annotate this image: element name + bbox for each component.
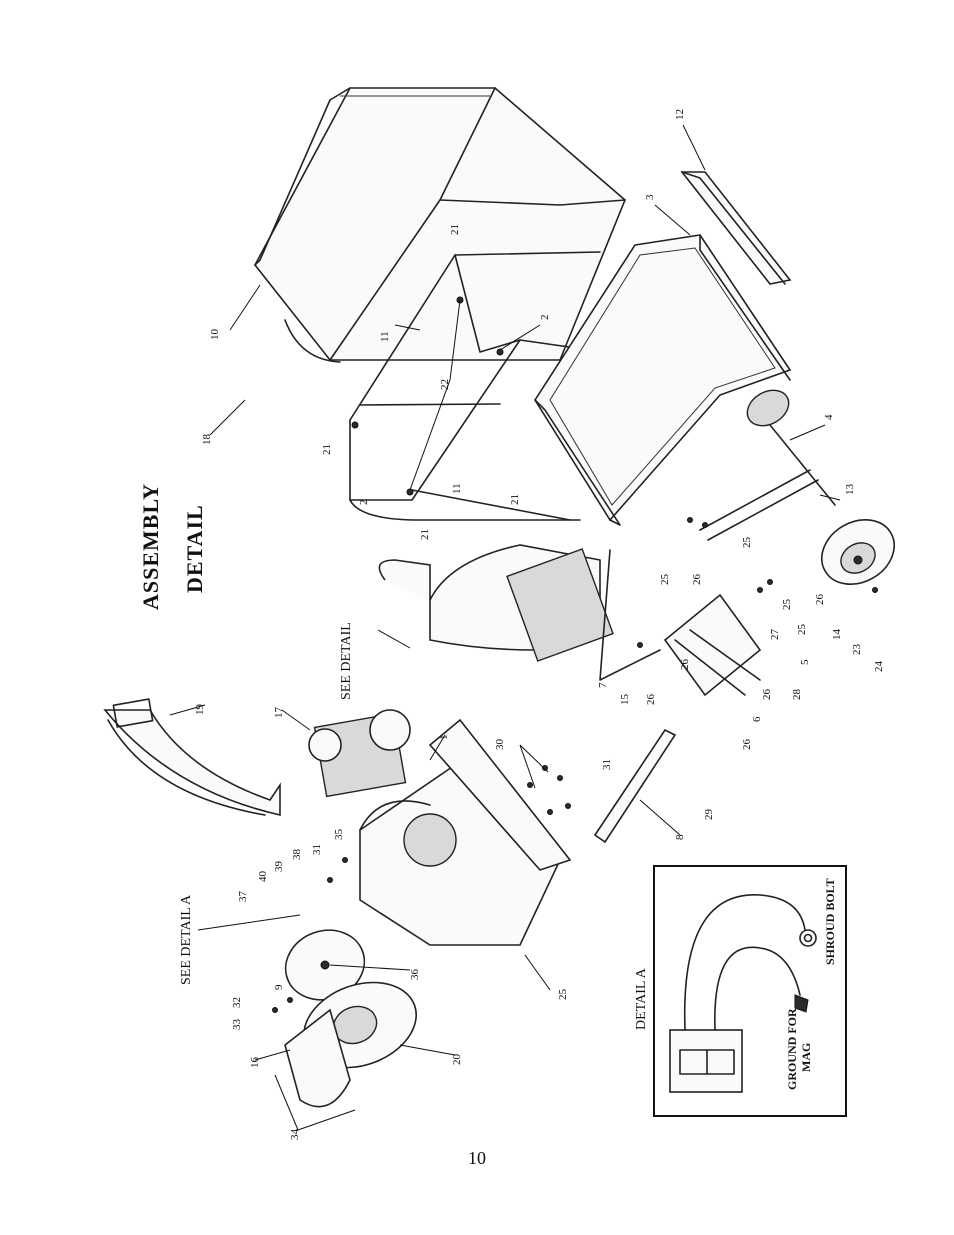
see-detail-label: SEE DETAIL: [339, 622, 354, 700]
callout-26a: 26: [691, 574, 703, 586]
callout-21c: 21: [509, 494, 521, 505]
callout-37: 37: [237, 891, 249, 903]
detail-a-inset: DETAIL A SHROUD BOLT GROUND FOR MAG: [634, 865, 847, 1117]
callout-39: 39: [273, 861, 285, 873]
tailgate: [680, 171, 792, 285]
callout-25e: 25: [557, 989, 569, 1001]
callout-25c: 25: [781, 599, 793, 611]
wheels-axle: [746, 389, 895, 585]
callout-28: 28: [791, 689, 803, 701]
shroud-bolt-label: SHROUD BOLT: [823, 878, 837, 965]
cart-box: [534, 234, 792, 526]
callout-21d: 21: [419, 529, 431, 540]
callout-29: 29: [703, 809, 715, 821]
callout-25d: 25: [796, 624, 808, 636]
callout-4: 4: [823, 414, 835, 420]
impeller-cover: [284, 929, 417, 1108]
callout-6: 6: [751, 716, 763, 722]
callout-34: 34: [289, 1129, 301, 1141]
callout-26c: 26: [645, 694, 657, 706]
callout-24: 24: [873, 661, 885, 673]
callout-12: 12: [674, 109, 686, 120]
callout-21b: 21: [321, 444, 333, 455]
ground-for-label: GROUND FOR: [785, 1008, 799, 1090]
callout-26e: 26: [761, 689, 773, 701]
frame-tubes: [349, 251, 661, 521]
callout-23: 23: [851, 644, 863, 656]
callout-15: 15: [619, 694, 631, 706]
callout-25b: 25: [741, 537, 753, 549]
callout-16: 16: [249, 1057, 261, 1069]
callout-33: 33: [231, 1019, 243, 1031]
callout-38: 38: [291, 849, 303, 861]
callout-19: 19: [194, 704, 206, 716]
callout-18: 18: [201, 434, 213, 446]
callout-21a: 21: [449, 224, 461, 235]
callout-35: 35: [333, 829, 345, 841]
callout-5: 5: [799, 659, 811, 665]
callout-26b: 26: [814, 594, 826, 606]
detail-references: SEE DETAIL SEE DETAIL A: [179, 622, 354, 985]
chassis-rails: [593, 469, 819, 844]
callout-10: 10: [209, 329, 221, 341]
callout-40: 40: [257, 871, 269, 883]
callout-27: 27: [769, 629, 781, 641]
callout-2a: 2: [539, 315, 551, 321]
callout-26d: 26: [679, 659, 691, 671]
callout-26f: 26: [741, 739, 753, 751]
callout-30: 30: [494, 739, 506, 751]
callout-3: 3: [644, 194, 656, 200]
callout-9: 9: [273, 984, 285, 990]
callout-22: 22: [439, 379, 451, 390]
callout-11a: 11: [379, 331, 391, 342]
callout-20: 20: [451, 1054, 463, 1066]
discharge-chute: [103, 698, 281, 817]
callout-11b: 11: [451, 483, 463, 494]
callout-31a: 31: [601, 759, 613, 770]
callout-17: 17: [273, 707, 285, 719]
page-number: 10: [468, 1148, 486, 1168]
callout-36: 36: [409, 969, 421, 981]
title-line-2: DETAIL: [182, 504, 207, 593]
hopper-bag: [254, 87, 626, 363]
detail-a-title: DETAIL A: [634, 967, 649, 1030]
see-detail-a-label: SEE DETAIL A: [179, 894, 194, 985]
engine-assembly: [378, 544, 661, 681]
callout-31b: 31: [311, 844, 323, 855]
hardware: [272, 517, 878, 1013]
callout-labels: 1 2 2 3 4 5 6 7 8 9 10 11 11 12 13 14 15…: [194, 109, 885, 1140]
callout-8: 8: [674, 834, 686, 840]
callout-13: 13: [844, 484, 856, 496]
diagram-title: ASSEMBLY DETAIL: [138, 483, 207, 610]
callout-2b: 2: [358, 500, 370, 506]
callout-25a: 25: [659, 574, 671, 586]
blower-housing: [359, 718, 572, 946]
callout-7: 7: [597, 682, 609, 688]
callout-14: 14: [831, 629, 843, 641]
engine: [308, 709, 411, 798]
callout-32: 32: [231, 997, 243, 1008]
title-line-1: ASSEMBLY: [138, 483, 163, 610]
leader-lines: [169, 124, 841, 1131]
mag-label: MAG: [799, 1043, 813, 1072]
